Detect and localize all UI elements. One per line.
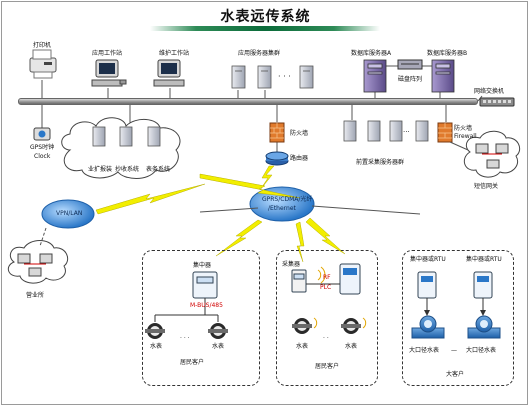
gps-clock-sublabel: Clock [34, 153, 51, 160]
meter-reading-label: 抄收系统 [115, 166, 140, 173]
mbus-label: M-BUS/485 [190, 302, 223, 309]
water-meter-icon-1 [145, 323, 165, 339]
plc-label: PLC [320, 284, 332, 291]
wireless-links [95, 165, 346, 263]
disk-array-icon [397, 59, 423, 70]
firewall-icon-2 [437, 122, 453, 143]
resident-label-1: 居民客户 [180, 359, 205, 366]
big-meter-dash: — [451, 347, 457, 354]
db-server-a-icon [363, 59, 387, 93]
printer-label: 打印机 [33, 42, 52, 49]
biz-report-label: 业扩报装 [88, 166, 113, 173]
collector-label: 采集器 [282, 261, 301, 268]
gps-clock-label: GPS时钟 [30, 144, 55, 151]
db-server-b-label: 数据库服务器B [427, 50, 468, 57]
firewall-2-sublabel: Firewall [454, 133, 477, 140]
resident-box-1 [142, 250, 260, 386]
router-icon [265, 151, 289, 166]
rtu-label-2: 集中器或RTU [466, 256, 502, 263]
printer-icon [29, 49, 57, 79]
maint-workstation-label: 维护工作站 [159, 50, 190, 57]
disk-array-label: 磁盘阵列 [398, 76, 423, 83]
big-meter-icon-1 [411, 315, 445, 339]
resident-box-2 [276, 250, 378, 386]
water-meter-icon-3 [292, 318, 312, 334]
sms-gateway-cloud [463, 130, 521, 178]
title-underline [150, 26, 380, 31]
svg-text:· · ·: · · · [180, 335, 190, 342]
db-server-b-icon [431, 59, 455, 93]
rf-label: RF [323, 274, 331, 281]
maint-workstation-icon [153, 59, 185, 87]
rtu-label-1: 集中器或RTU [410, 256, 446, 263]
diagram-title: 水表远传系统 [220, 9, 311, 25]
big-meter-label-1: 大口径水表 [409, 347, 440, 354]
rtu-icon-1 [417, 271, 437, 299]
sms-gateway-label: 短信网关 [474, 183, 499, 190]
router-label: 路由器 [290, 155, 309, 162]
network-switch-icon [479, 97, 515, 107]
front-server-cluster-icon [343, 120, 429, 142]
gprs-network-globe-icon [249, 186, 315, 222]
app-workstation-label: 应用工作站 [92, 50, 123, 57]
business-office-label: 营业所 [26, 292, 45, 299]
water-meter-icon-4 [341, 318, 361, 334]
concentrator-label: 集中器 [193, 262, 212, 269]
vpn-lan-globe-icon [41, 199, 95, 229]
business-office-cloud [7, 240, 69, 284]
firewall-2-label: 防火墙 [454, 125, 473, 132]
app-workstation-icon [91, 59, 127, 87]
meter-signal-icons [313, 317, 367, 329]
app-server-cluster-label: 应用服务器集群 [238, 50, 281, 57]
water-meter-icon-2 [208, 323, 228, 339]
gps-clock-icon [33, 127, 51, 141]
water-meter-label-4: 水表 [345, 343, 358, 350]
big-customer-box [402, 250, 514, 386]
water-meter-label-3: 水表 [296, 343, 309, 350]
resident-label-2: 居民客户 [315, 363, 340, 370]
concentrator-icon-2 [339, 263, 361, 295]
firewall-1-label: 防火墙 [290, 130, 309, 137]
collector-icon [291, 269, 307, 293]
db-server-a-label: 数据库服务器A [351, 50, 392, 57]
big-customer-label: 大客户 [446, 371, 465, 378]
front-cluster-label: 前置采集服务器群 [356, 159, 405, 166]
app-server-cluster-icon [231, 65, 314, 89]
front-cluster-ellipsis: ··· [403, 128, 410, 136]
gprs-label: GPRS/CDMA/光纤 [262, 196, 313, 203]
big-meter-label-2: 大口径水表 [466, 347, 497, 354]
vpn-lan-label: VPN/LAN [56, 210, 83, 217]
gprs-sublabel: /Ethernet [268, 205, 296, 212]
network-switch-label: 网络交换机 [474, 88, 505, 95]
network-bus [18, 98, 478, 105]
firewall-icon-1 [269, 122, 285, 143]
rf-signal-icon [317, 266, 326, 284]
app-cluster-ellipsis: · · · [278, 72, 291, 81]
water-meter-label-1: 水表 [150, 343, 163, 350]
big-meter-icon-2 [467, 315, 501, 339]
svg-text:· ·: · · [323, 335, 329, 342]
water-meter-label-2: 水表 [212, 343, 225, 350]
business-servers-icon [92, 126, 161, 147]
meter-mgmt-label: 表务系统 [146, 166, 171, 173]
